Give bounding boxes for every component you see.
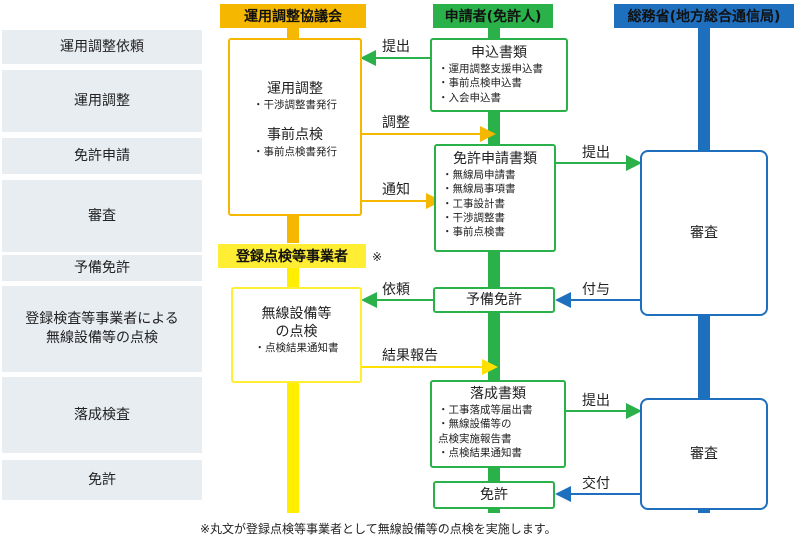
review-box-2: 審査 [640,398,768,510]
label-submit2: 提出 [582,145,610,161]
header-coordination: 運用調整協議会 [220,4,366,28]
coordination-sub-1: 干渉調整書発行 [236,98,354,112]
completion-docs-title: 落成書類 [470,386,526,402]
header-inspector: 登録点検等事業者 [218,244,366,268]
coordination-sub-2: 事前点検書発行 [236,145,354,159]
review-box-1: 審査 [640,150,768,316]
license-docs-title: 免許申請書類 [453,151,537,167]
label-submit3: 提出 [582,393,610,409]
footnote: ※丸文が登録点検等事業者として無線設備等の点検を実施します。 [200,522,557,536]
coordination-item-2: 事前点検 [267,127,323,144]
application-doc-item: 運用調整支援申込書 [438,62,560,76]
license-doc-item: 事前点検書 [442,225,548,239]
coordination-item-1: 運用調整 [267,81,323,97]
label-result-report: 結果報告 [382,348,438,364]
application-docs-box: 申込書類 運用調整支援申込書 事前点検申込書 入会申込書 [430,38,568,112]
license-doc-item: 無線局申請書 [442,168,548,182]
inspector-footnote-mark: ※ [372,250,383,264]
stage-equipment-inspection: 登録検査等事業者による 無線設備等の点検 [2,286,202,372]
completion-doc-item: 工事落成等届出書 [438,403,558,417]
label-adjust: 調整 [382,115,410,131]
completion-doc-item: 点検結果通知書 [438,446,558,460]
application-docs-title: 申込書類 [471,45,527,61]
stage-review: 審査 [2,180,202,252]
stage-license-application: 免許申請 [2,138,202,174]
stage-coordination-request: 運用調整依頼 [2,30,202,64]
completion-doc-item: 無線設備等の 点検実施報告書 [438,417,558,445]
coordination-box: 運用調整 干渉調整書発行 事前点検 事前点検書発行 [228,38,362,216]
label-notify: 通知 [382,182,410,198]
license-box: 免許 [433,481,555,509]
label-request: 依頼 [382,282,410,298]
license-doc-item: 干渉調整書 [442,211,548,225]
license-doc-item: 工事設計書 [442,197,548,211]
application-doc-item: 事前点検申込書 [438,76,560,90]
license-doc-item: 無線局事項書 [442,182,548,196]
label-issue: 交付 [582,476,610,492]
stage-coordination: 運用調整 [2,70,202,132]
header-ministry: 総務省(地方総合通信局) [614,4,794,28]
label-grant: 付与 [582,282,610,298]
label-submit1: 提出 [382,39,410,55]
inspection-sub: 点検結果通知書 [237,341,356,355]
application-doc-item: 入会申込書 [438,91,560,105]
completion-docs-box: 落成書類 工事落成等届出書 無線設備等の 点検実施報告書 点検結果通知書 [430,380,566,468]
preliminary-license-box: 予備免許 [433,287,555,313]
stage-license: 免許 [2,460,202,500]
header-applicant: 申請者(免許人) [433,4,553,28]
inspection-box: 無線設備等 の点検 点検結果通知書 [231,287,362,383]
license-docs-box: 免許申請書類 無線局申請書 無線局事項書 工事設計書 干渉調整書 事前点検書 [434,144,556,252]
inspection-title: 無線設備等 の点検 [261,306,332,341]
stage-completion-inspection: 落成検査 [2,377,202,453]
stage-preliminary-license: 予備免許 [2,255,202,281]
